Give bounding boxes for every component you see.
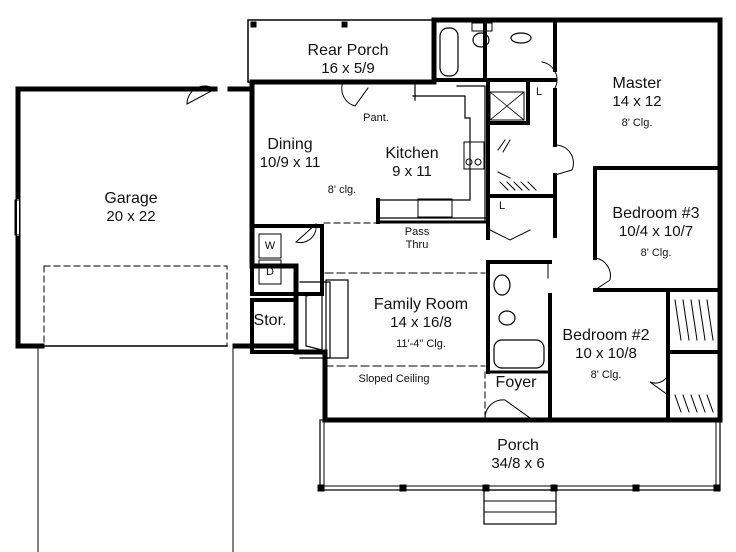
sloped-ceiling-label: Sloped Ceiling — [358, 373, 430, 385]
room-porch: Porch 34/8 x 6 — [491, 437, 545, 473]
storage-label: Stor. — [253, 312, 287, 329]
garage-door-dashed — [43, 265, 228, 347]
washer-label: W — [264, 240, 276, 252]
dryer-label: D — [266, 266, 274, 278]
linen-closet-label-2: L — [498, 200, 506, 212]
front-steps — [483, 489, 557, 525]
room-dining: Dining 10/9 x 11 — [259, 136, 321, 172]
dining-ceiling: 8' clg. — [327, 184, 357, 196]
foyer-label: Foyer — [495, 374, 537, 391]
laundry-closet — [250, 224, 324, 296]
linen-closet-label-1: L — [535, 86, 543, 98]
fireplace — [299, 281, 331, 359]
room-garage: Garage 20 x 22 — [104, 190, 158, 226]
pass-thru-label: Pass Thru — [404, 226, 430, 251]
room-bedroom-3: Bedroom #3 10/4 x 10/7 8' Clg. — [612, 205, 700, 259]
kitchen-counters — [377, 95, 489, 219]
room-bedroom-2: Bedroom #2 10 x 10/8 8' Clg. — [562, 327, 650, 381]
room-master: Master 14 x 12 8' Clg. — [612, 75, 662, 129]
room-kitchen: Kitchen 9 x 11 — [385, 145, 439, 181]
room-family-room: Family Room 14 x 16/8 11'-4" Clg. — [373, 296, 469, 350]
garage-walls — [15, 86, 299, 349]
room-rear-porch: Rear Porch 16 x 5/9 — [307, 42, 389, 78]
pantry-label: Pant. — [363, 112, 389, 124]
